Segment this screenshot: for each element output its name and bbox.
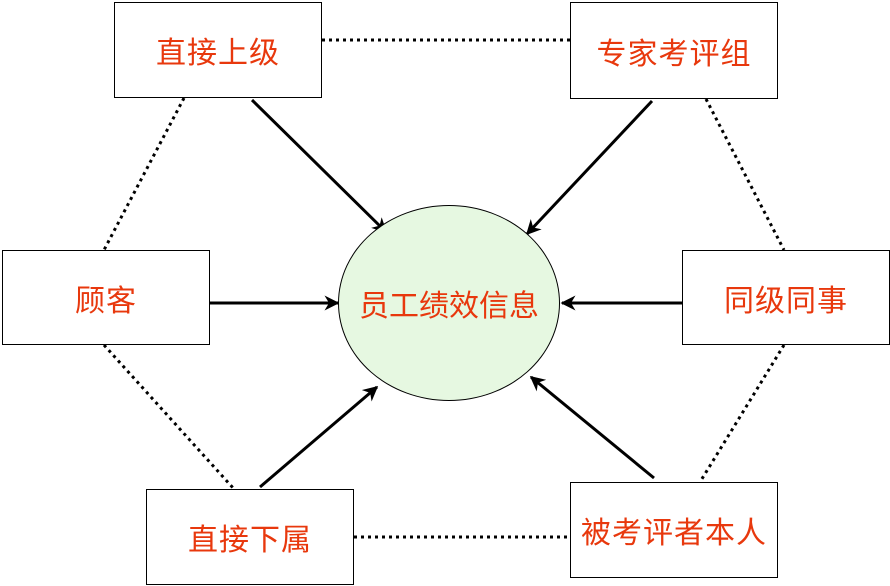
- node-direct-subordinate-label: 直接下属: [188, 523, 312, 558]
- node-customer-label: 顾客: [75, 283, 137, 319]
- node-peer-colleague: 同级同事: [682, 250, 890, 345]
- arrow-bottom-right: [529, 375, 655, 480]
- dotted-link-upper-left: [102, 97, 186, 251]
- center-label: 员工绩效信息: [359, 289, 539, 324]
- node-direct-superior-label: 直接上级: [156, 36, 280, 71]
- center-ellipse: 员工绩效信息: [338, 205, 560, 401]
- arrow-top-left: [250, 98, 388, 234]
- node-customer: 顾客: [2, 250, 210, 345]
- arrow-top-right: [525, 99, 654, 236]
- node-direct-superior: 直接上级: [114, 2, 322, 98]
- node-peer-colleague-label: 同级同事: [724, 283, 848, 319]
- arrow-bottom-left: [259, 385, 379, 489]
- node-direct-subordinate: 直接下属: [146, 489, 354, 585]
- node-self-label: 被考评者本人: [581, 516, 767, 551]
- dotted-link-lower-left: [102, 343, 236, 491]
- dotted-link-upper-right: [704, 98, 786, 251]
- node-expert-panel: 专家考评组: [570, 2, 778, 99]
- node-expert-panel-label: 专家考评组: [596, 36, 752, 72]
- node-self: 被考评者本人: [570, 482, 778, 578]
- dotted-link-lower-right: [698, 344, 786, 483]
